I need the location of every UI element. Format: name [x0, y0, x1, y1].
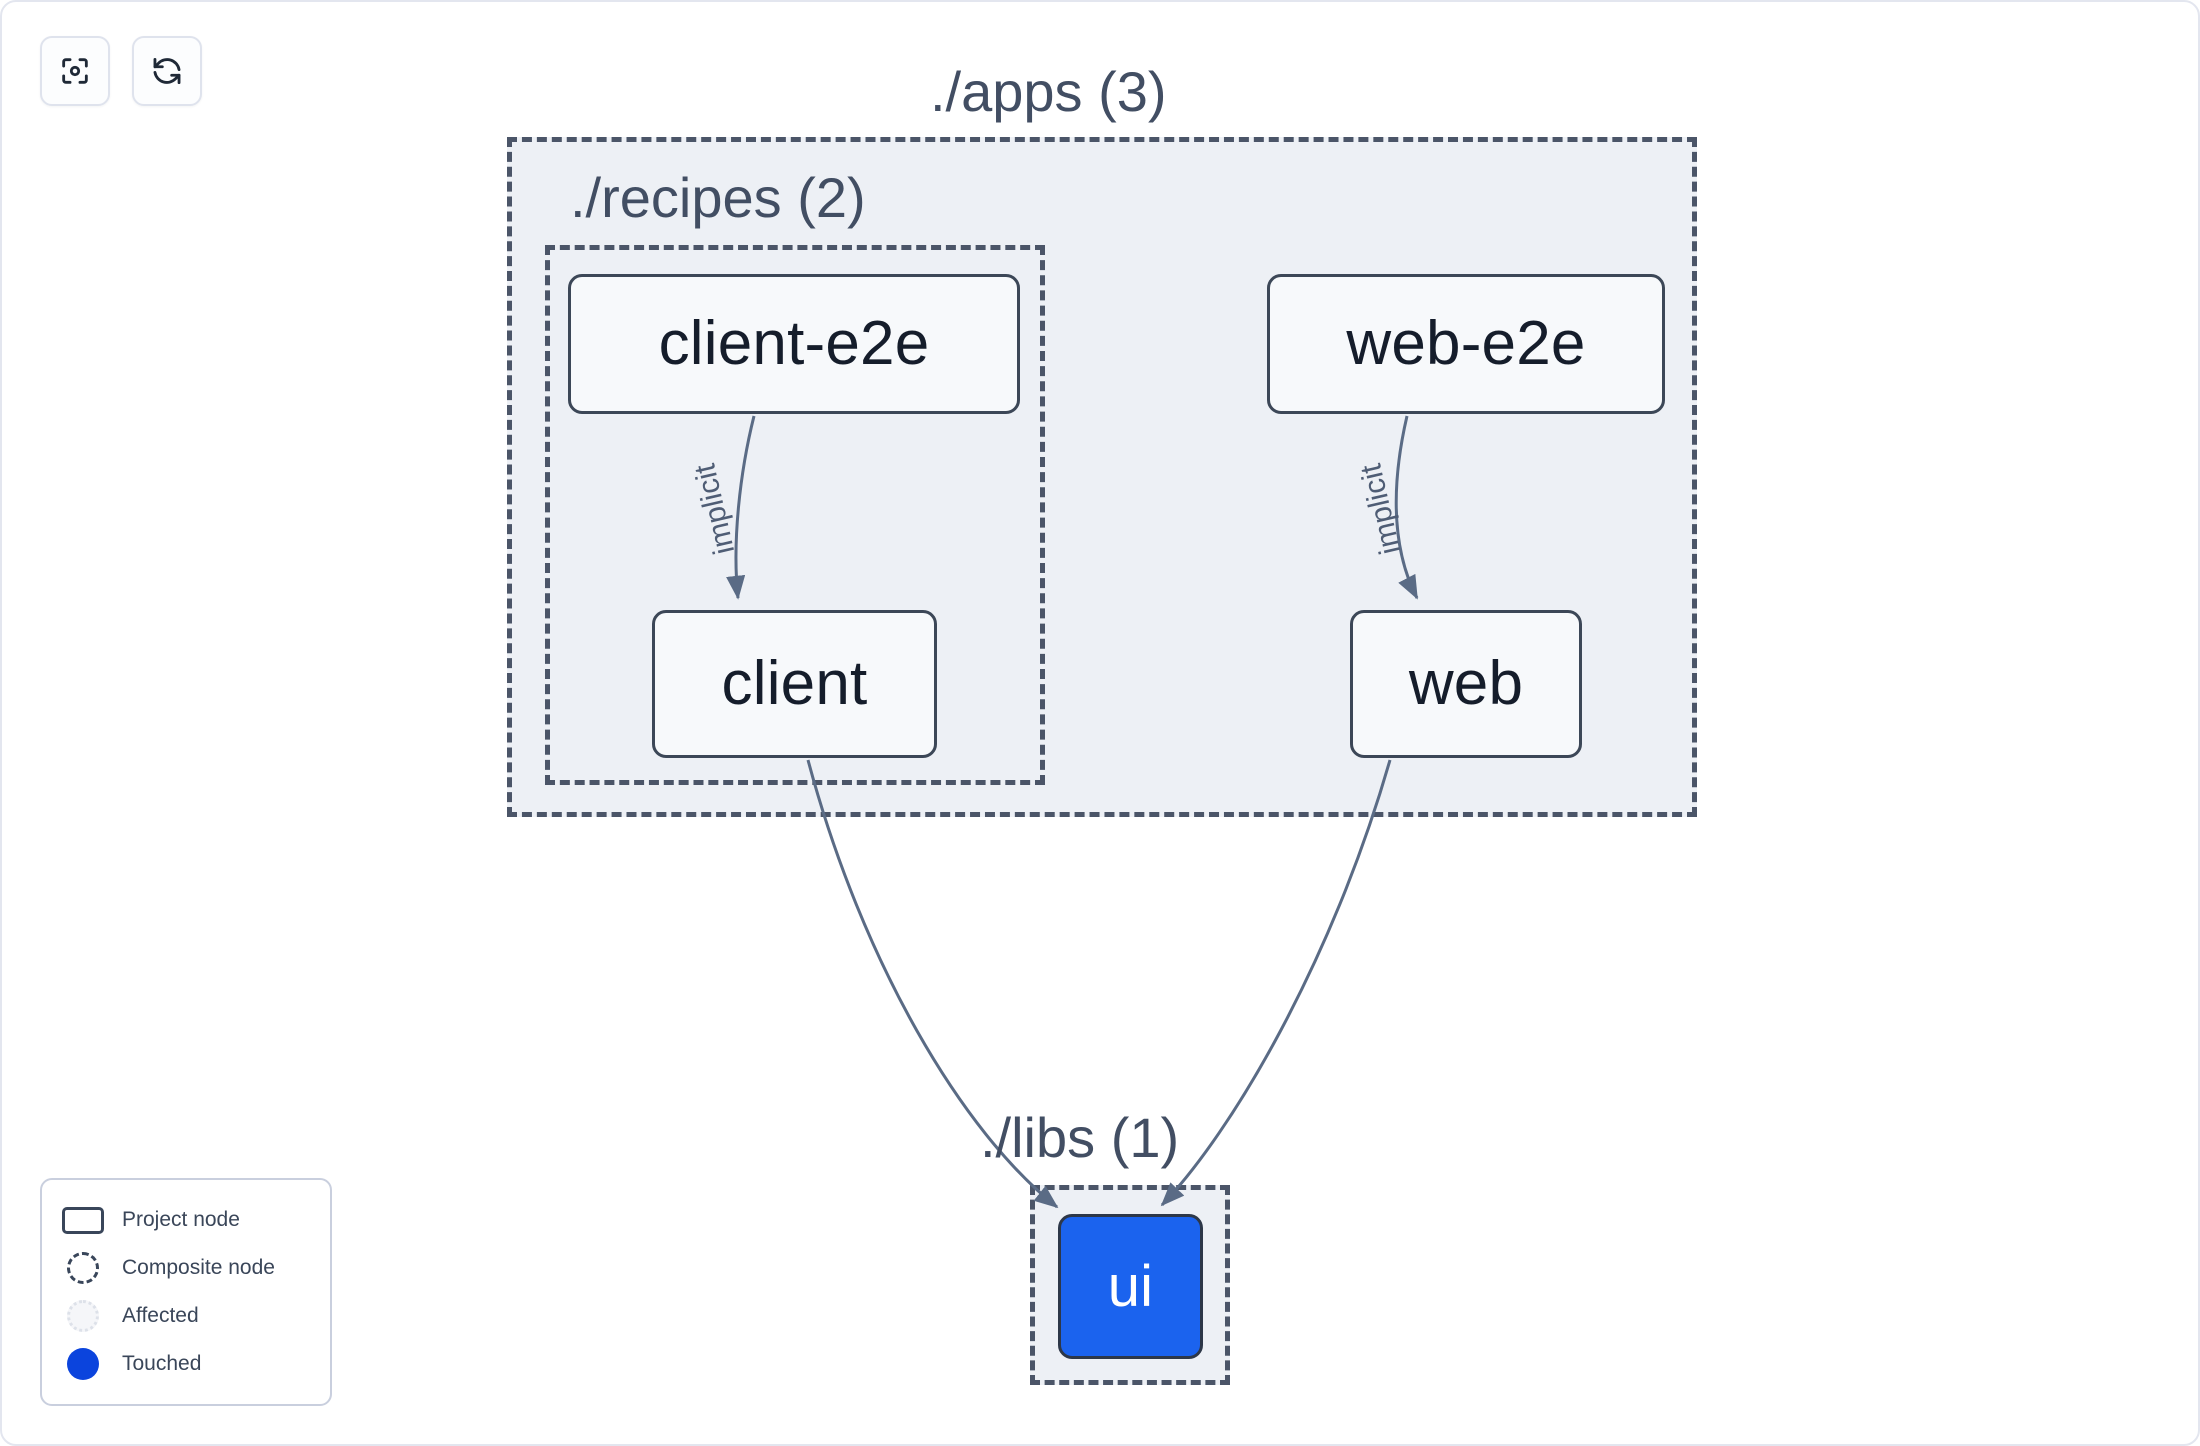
- node-client-e2e[interactable]: client-e2e: [568, 274, 1020, 414]
- edge-web-to-ui: [1160, 759, 1392, 1207]
- legend-item-project-node: Project node: [60, 1196, 312, 1244]
- node-label: web-e2e: [1346, 309, 1586, 378]
- node-web-e2e[interactable]: web-e2e: [1267, 274, 1665, 414]
- legend-label: Affected: [122, 1304, 199, 1327]
- group-label-libs: ./libs (1): [980, 1106, 1180, 1169]
- legend-item-affected: Affected: [60, 1292, 312, 1340]
- graph-toolbar: [40, 36, 202, 106]
- node-ui[interactable]: ui: [1058, 1214, 1203, 1359]
- composite-node-swatch: [60, 1252, 106, 1284]
- node-label: web: [1408, 649, 1524, 718]
- focus-icon: [58, 54, 92, 88]
- legend-item-touched: Touched: [60, 1340, 312, 1388]
- focus-graph-button[interactable]: [40, 36, 110, 106]
- legend-label: Touched: [122, 1352, 202, 1375]
- node-label: client-e2e: [658, 309, 930, 378]
- group-label-apps: ./apps (3): [930, 60, 1167, 123]
- node-label: ui: [1107, 1253, 1154, 1319]
- graph-legend: Project node Composite node Affected Tou…: [40, 1178, 332, 1406]
- group-label-recipes: ./recipes (2): [570, 166, 866, 229]
- project-node-swatch: [60, 1206, 106, 1234]
- refresh-graph-button[interactable]: [132, 36, 202, 106]
- legend-label: Project node: [122, 1208, 240, 1231]
- legend-label: Composite node: [122, 1256, 275, 1279]
- node-web[interactable]: web: [1350, 610, 1582, 758]
- refresh-icon: [150, 54, 184, 88]
- node-label: client: [721, 649, 868, 718]
- legend-item-composite-node: Composite node: [60, 1244, 312, 1292]
- affected-swatch: [60, 1300, 106, 1332]
- node-client[interactable]: client: [652, 610, 937, 758]
- touched-swatch: [60, 1348, 106, 1380]
